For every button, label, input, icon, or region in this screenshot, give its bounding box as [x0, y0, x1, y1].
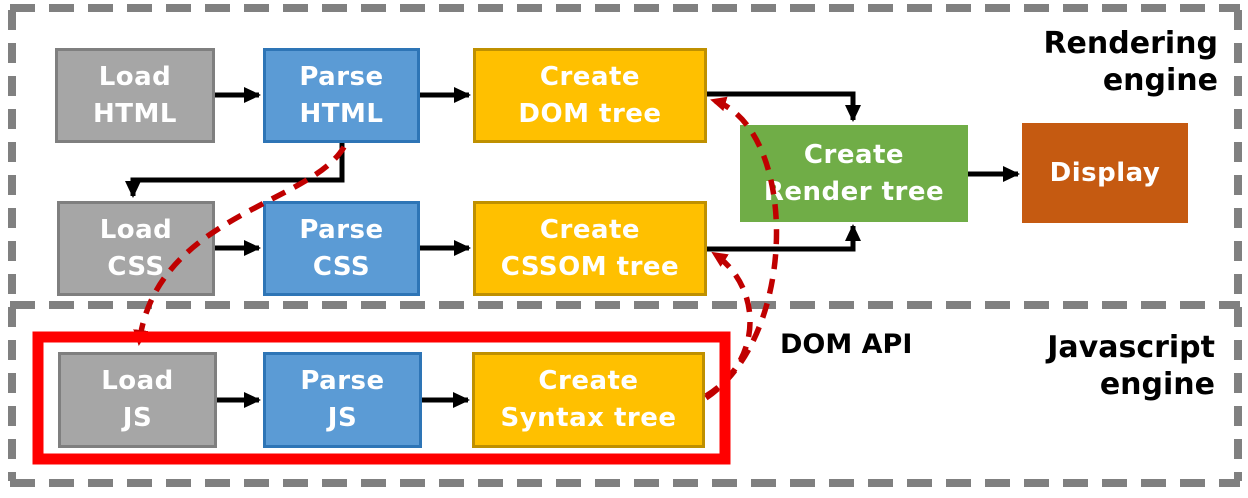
box-load-js-label: Load JS [101, 366, 174, 433]
arrow-cssom-tree-to-render-tree [707, 224, 861, 252]
dom-api-label: DOM API [780, 329, 913, 360]
box-create-syntax-tree-label: Create Syntax tree [500, 366, 677, 433]
box-parse-js-label: Parse JS [300, 366, 385, 433]
box-load-html: Load HTML [55, 48, 215, 143]
rendering-engine-title: Rendering engine [1043, 26, 1218, 98]
box-parse-html: Parse HTML [263, 48, 420, 143]
box-load-js: Load JS [58, 352, 217, 448]
box-parse-css: Parse CSS [263, 201, 420, 296]
box-load-css: Load CSS [57, 201, 215, 296]
box-display-label: Display [1049, 157, 1161, 188]
box-create-syntax-tree: Create Syntax tree [472, 352, 705, 448]
arrow-dom-tree-to-render-tree [707, 91, 861, 122]
dom-api-arrow-syntax-tree-to-cssom-tree [704, 250, 753, 399]
box-create-render-tree-label: Create Render tree [763, 139, 945, 207]
box-load-css-label: Load CSS [99, 214, 173, 282]
box-create-cssom-tree: Create CSSOM tree [473, 201, 707, 296]
arrow-parse-html-to-load-css [125, 143, 345, 198]
box-create-cssom-tree-label: Create CSSOM tree [500, 214, 680, 282]
box-load-html-label: Load HTML [93, 61, 177, 129]
box-parse-css-label: Parse CSS [299, 214, 384, 282]
box-create-dom-tree-label: Create DOM tree [518, 61, 662, 129]
box-create-render-tree: Create Render tree [740, 125, 968, 222]
javascript-engine-title: Javascript engine [1047, 330, 1215, 402]
box-parse-js: Parse JS [263, 352, 422, 448]
box-parse-html-label: Parse HTML [299, 61, 384, 129]
box-create-dom-tree: Create DOM tree [473, 48, 707, 143]
box-display: Display [1022, 123, 1188, 223]
